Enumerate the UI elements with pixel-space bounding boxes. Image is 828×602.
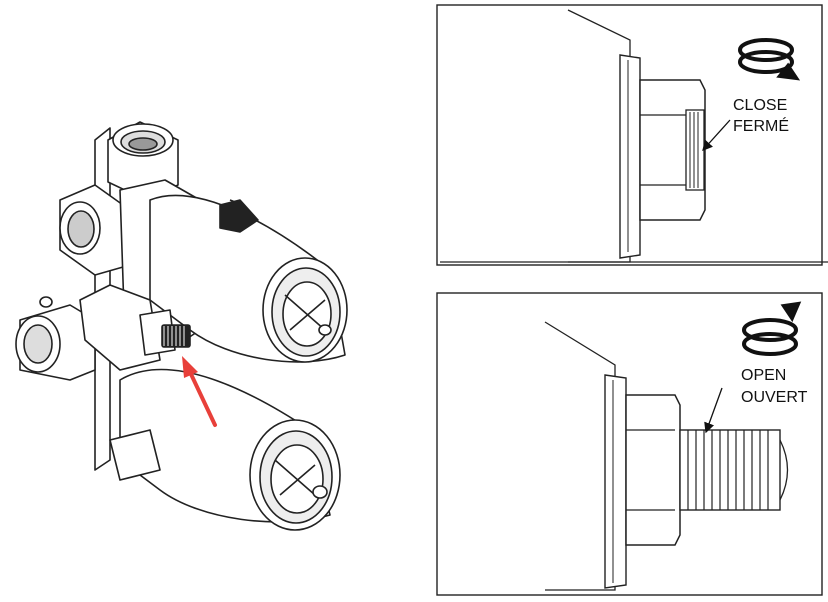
open-label-line2: OUVERT: [741, 389, 808, 406]
close-panel: CLOSE FERMÉ: [436, 4, 828, 266]
rotation-counterclockwise-icon: [742, 301, 802, 356]
pointer-arrow-icon: [182, 356, 217, 427]
open-label-line1: OPEN: [741, 367, 786, 384]
open-panel: OPEN OUVERT: [436, 292, 823, 596]
close-label-line1: CLOSE: [733, 97, 787, 114]
stop-screw: [161, 324, 191, 348]
rotation-clockwise-icon: [738, 38, 801, 81]
valve-body-illustration: [15, 121, 348, 531]
close-label-line2: FERMÉ: [733, 116, 789, 135]
